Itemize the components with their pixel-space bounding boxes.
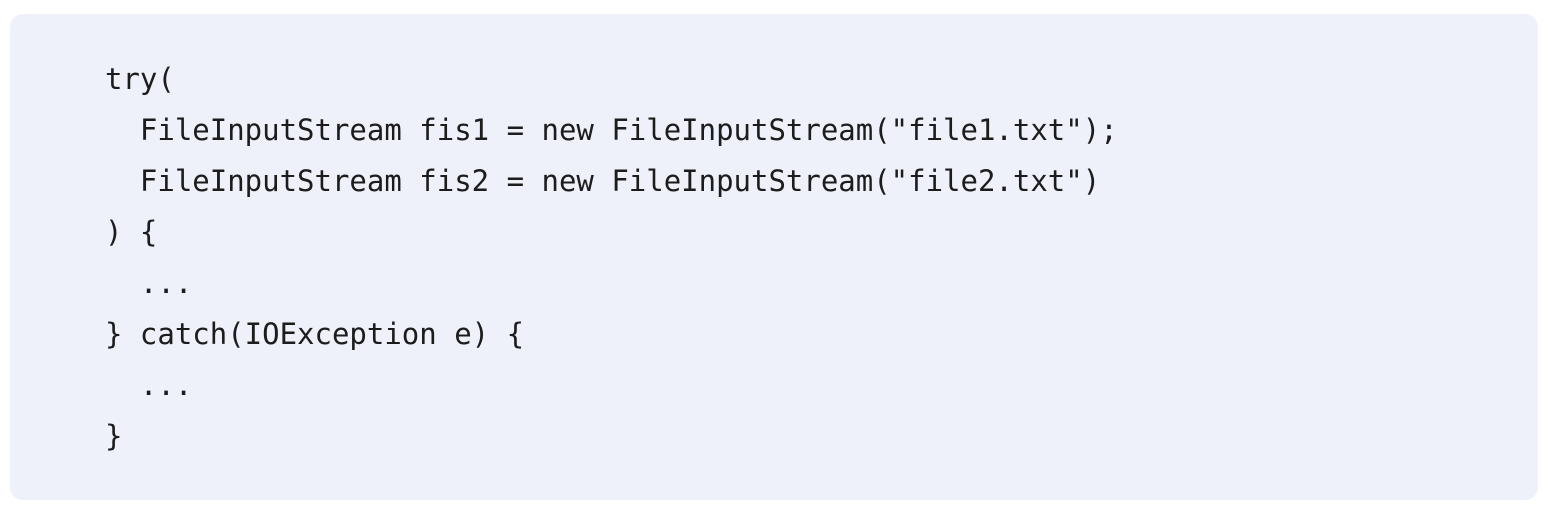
code-block-panel: try( FileInputStream fis1 = new FileInpu… xyxy=(10,14,1538,500)
code-lines-container: try( FileInputStream fis1 = new FileInpu… xyxy=(105,54,1118,462)
code-line: ) { xyxy=(105,215,158,249)
code-line: } catch(IOException e) { xyxy=(105,317,525,351)
code-line: try( xyxy=(105,62,175,96)
code-line: ... xyxy=(105,266,193,300)
code-content[interactable]: try( FileInputStream fis1 = new FileInpu… xyxy=(105,54,1118,462)
code-line: } xyxy=(105,419,123,453)
code-line: ... xyxy=(105,368,193,402)
code-line: FileInputStream fis1 = new FileInputStre… xyxy=(105,113,1118,147)
code-line: FileInputStream fis2 = new FileInputStre… xyxy=(105,164,1101,198)
